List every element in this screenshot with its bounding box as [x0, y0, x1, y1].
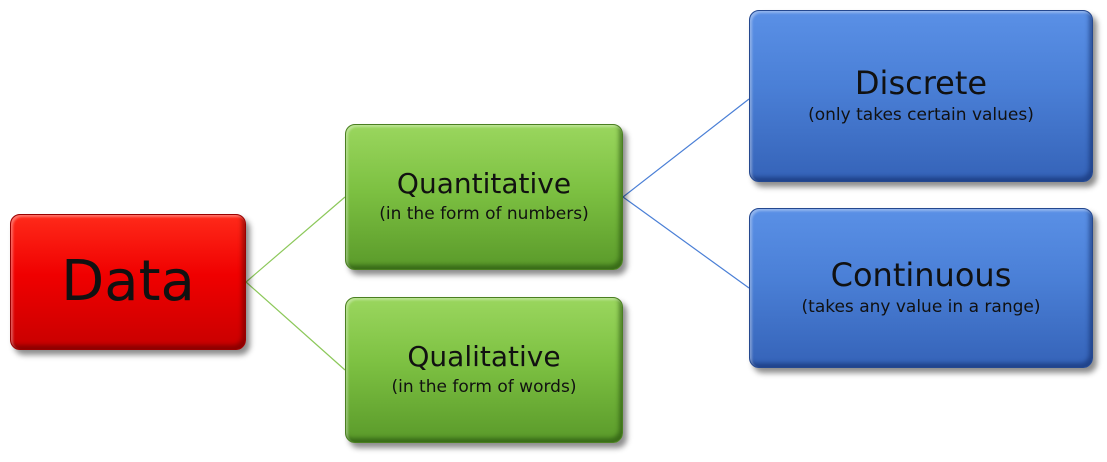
node-qualitative: Qualitative (in the form of words) — [345, 297, 623, 443]
node-data: Data — [10, 214, 246, 350]
connector-quantitative-continuous — [622, 196, 750, 289]
node-continuous-title: Continuous — [830, 256, 1012, 295]
node-qualitative-title: Qualitative — [407, 340, 561, 374]
node-qualitative-subtitle: (in the form of words) — [391, 377, 577, 398]
node-quantitative-subtitle: (in the form of numbers) — [379, 204, 589, 225]
node-discrete-subtitle: (only takes certain values) — [808, 105, 1034, 126]
node-discrete-title: Discrete — [854, 64, 988, 103]
node-data-title: Data — [61, 249, 195, 315]
node-quantitative-title: Quantitative — [396, 167, 572, 201]
node-quantitative: Quantitative (in the form of numbers) — [345, 124, 623, 270]
connector-quantitative-discrete — [622, 98, 750, 198]
node-discrete: Discrete (only takes certain values) — [749, 10, 1093, 182]
connector-data-quantitative — [245, 196, 346, 283]
connector-data-qualitative — [245, 281, 346, 371]
node-continuous: Continuous (takes any value in a range) — [749, 208, 1093, 368]
node-continuous-subtitle: (takes any value in a range) — [801, 297, 1041, 318]
